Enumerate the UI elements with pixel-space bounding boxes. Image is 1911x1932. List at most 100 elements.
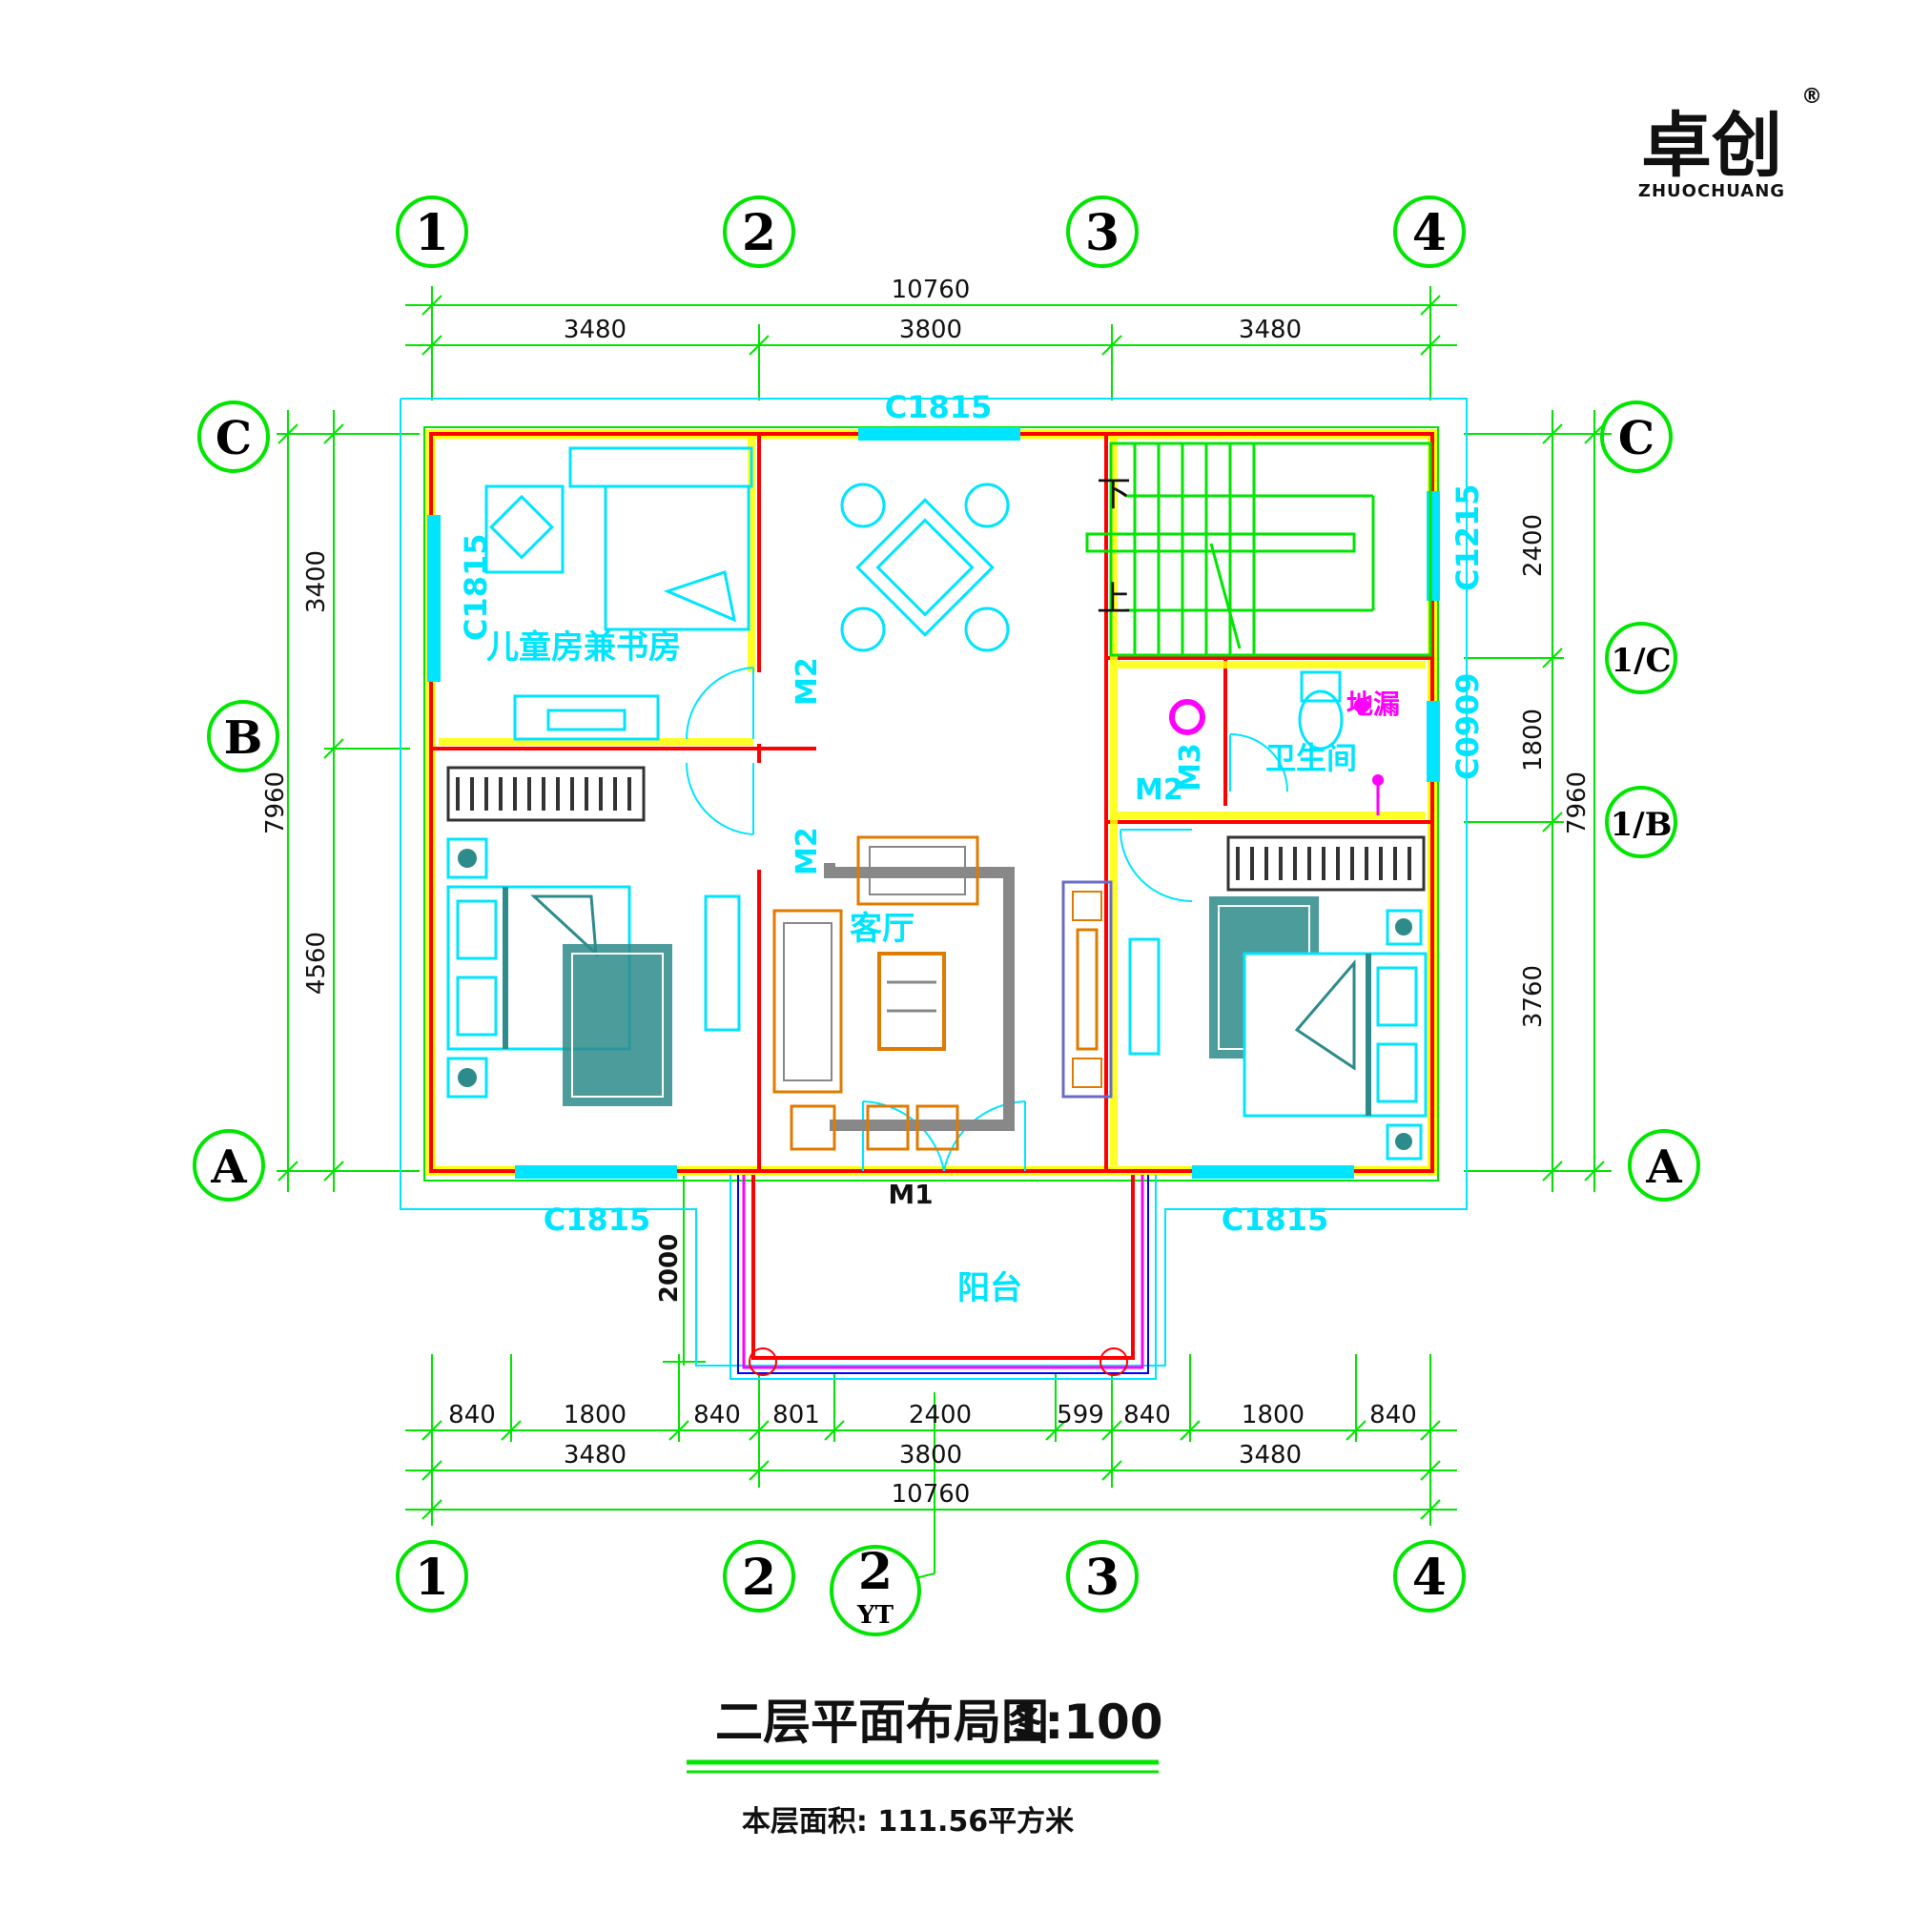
axis-bubbles — [193, 195, 1700, 1636]
axis-label-bottom-1: 1 — [415, 1549, 449, 1607]
door-label-m3: M3 — [1174, 743, 1207, 791]
dining-table — [840, 483, 1010, 652]
dim-bottom-part-1: 3480 — [564, 1441, 627, 1470]
axis-bubble-right-c — [1600, 401, 1673, 473]
window-label-left: C1815 — [458, 533, 494, 641]
left-bedroom-furniture — [446, 766, 741, 1106]
dim-bottom-detail-9: 840 — [1369, 1401, 1417, 1429]
dim-bottom-detail-8: 1800 — [1242, 1401, 1305, 1429]
axis-bubble-right-a — [1628, 1129, 1700, 1202]
window-bottom-left — [515, 1165, 677, 1179]
dim-bottom-part-3: 3480 — [1239, 1441, 1302, 1470]
room-label-bath: 卫生间 — [1265, 740, 1357, 776]
logo-registered-mark: ® — [1801, 85, 1822, 109]
dim-bottom-detail-7: 840 — [1123, 1401, 1171, 1429]
dim-bottom-detail-6: 599 — [1057, 1401, 1104, 1429]
axis-bubble-top-2 — [723, 195, 795, 268]
dim-bottom-detail-5: 2400 — [909, 1401, 972, 1429]
dim-bottom-part-2: 3800 — [899, 1441, 962, 1470]
dim-top-part-3: 3480 — [1239, 316, 1302, 344]
axis-label-top-3: 3 — [1085, 204, 1120, 262]
door-label-m1: M1 — [888, 1179, 933, 1210]
staircase: 下 上 — [1085, 442, 1432, 657]
axis-label-left-b: B — [224, 711, 263, 765]
axis-label-left-a: A — [210, 1141, 247, 1194]
dim-left-total: 7960 — [261, 771, 290, 834]
title-main: 二层平面布局图 — [715, 1695, 1049, 1750]
door-label-m2-upper: M2 — [791, 657, 824, 706]
dim-top-total: 10760 — [892, 276, 971, 304]
axis-label-bottom-3: 3 — [1085, 1549, 1120, 1607]
logo-brand: 卓创 — [1641, 105, 1782, 187]
axis-label-right-1c: 1/C — [1611, 642, 1671, 680]
room-label-kids-study: 儿童房兼书房 — [486, 628, 681, 667]
dim-bottom-detail-3: 840 — [693, 1401, 741, 1429]
window-label-bottom-right: C1815 — [1222, 1202, 1329, 1238]
axis-bubble-bottom-4 — [1393, 1540, 1466, 1613]
right-bedroom-furniture — [1128, 835, 1428, 1161]
window-label-bottom-left: C1815 — [544, 1202, 651, 1238]
dim-right-part-3: 3760 — [1519, 965, 1548, 1028]
axis-bubble-bottom-3 — [1066, 1540, 1139, 1613]
dim-right-part-2: 1800 — [1519, 709, 1548, 771]
window-label-right-upper: C1215 — [1449, 483, 1486, 591]
dim-left-part-1: 3400 — [302, 550, 331, 613]
door-label-m2-right: M2 — [1135, 773, 1183, 807]
axis-label-left-c: C — [216, 412, 252, 465]
axis-bubble-right-1c — [1605, 622, 1677, 694]
axis-bubble-bottom-2yt — [830, 1545, 921, 1636]
axis-label-top-2: 2 — [742, 204, 776, 262]
window-bottom-right — [1192, 1165, 1354, 1179]
door-label-m2-lower: M2 — [791, 827, 824, 875]
stair-down-label: 下 — [1097, 475, 1131, 514]
axis-label-top-1: 1 — [415, 204, 449, 262]
doors — [685, 667, 1288, 1172]
dim-top-part-2: 3800 — [899, 316, 962, 344]
logo-subtitle: ZHUOCHUANG — [1638, 181, 1785, 201]
axis-bubble-top-4 — [1393, 195, 1466, 268]
room-label-living: 客厅 — [850, 910, 914, 948]
window-right-upper — [1427, 491, 1440, 601]
dim-right-part-1: 2400 — [1519, 514, 1548, 577]
window-label-top: C1815 — [885, 389, 993, 425]
balcony — [729, 1175, 1157, 1380]
dim-balcony-depth: 2000 — [655, 1234, 684, 1303]
room-label-floor-drain: 地漏 — [1346, 689, 1400, 720]
dimension-lines — [277, 286, 1612, 1579]
window-labels: C1815 C1815 C1215 C0909 C1815 C1815 — [458, 389, 1486, 1238]
kids-room-furniture — [484, 446, 753, 741]
axis-bubble-top-3 — [1066, 195, 1139, 268]
axis-label-bottom-2yt: 2 — [858, 1543, 893, 1601]
window-label-right-lower: C0909 — [1449, 672, 1486, 780]
dim-bottom-detail-2: 1800 — [564, 1401, 627, 1429]
axis-bubble-right-1b — [1605, 786, 1677, 858]
axis-labels: 1 2 3 4 1 2 2 YT 3 4 C B A C 1/C 1/B A — [210, 204, 1682, 1630]
axis-label-top-4: 4 — [1412, 204, 1447, 262]
title-scale: 1:100 — [1011, 1695, 1162, 1750]
axis-label-right-c: C — [1618, 412, 1654, 465]
window-right-lower — [1427, 701, 1440, 782]
door-labels: M2 M2 M2 M3 — [791, 657, 1207, 875]
dimension-texts: 10760 3480 3800 3480 10760 3480 3800 348… — [261, 276, 1592, 1509]
dim-top-part-1: 3480 — [564, 316, 627, 344]
axis-label-bottom-yt: YT — [856, 1601, 894, 1630]
axis-bubble-bottom-1 — [396, 1540, 468, 1613]
axis-bubble-bottom-2 — [723, 1540, 795, 1613]
dim-left-part-2: 4560 — [302, 932, 331, 995]
dim-bottom-total: 10760 — [892, 1480, 971, 1509]
axis-bubble-left-b — [207, 700, 279, 772]
brand-logo: 卓创 ® ZHUOCHUANG — [1638, 85, 1822, 201]
outer-outline — [400, 398, 1468, 1367]
axis-label-bottom-2: 2 — [742, 1549, 776, 1607]
living-room-furniture — [772, 835, 1113, 1151]
axis-label-bottom-4: 4 — [1412, 1549, 1447, 1607]
axis-label-right-a: A — [1645, 1141, 1682, 1194]
room-label-balcony: 阳台 — [957, 1269, 1022, 1307]
axis-bubble-left-a — [193, 1129, 265, 1202]
drawing-title: 二层平面布局图 1:100 本层面积: 111.56平方米 — [687, 1695, 1163, 1839]
title-area: 本层面积: 111.56平方米 — [742, 1805, 1074, 1839]
axis-label-right-1b: 1/B — [1611, 806, 1673, 844]
window-left — [427, 515, 441, 682]
stair-up-label: 上 — [1097, 580, 1131, 619]
